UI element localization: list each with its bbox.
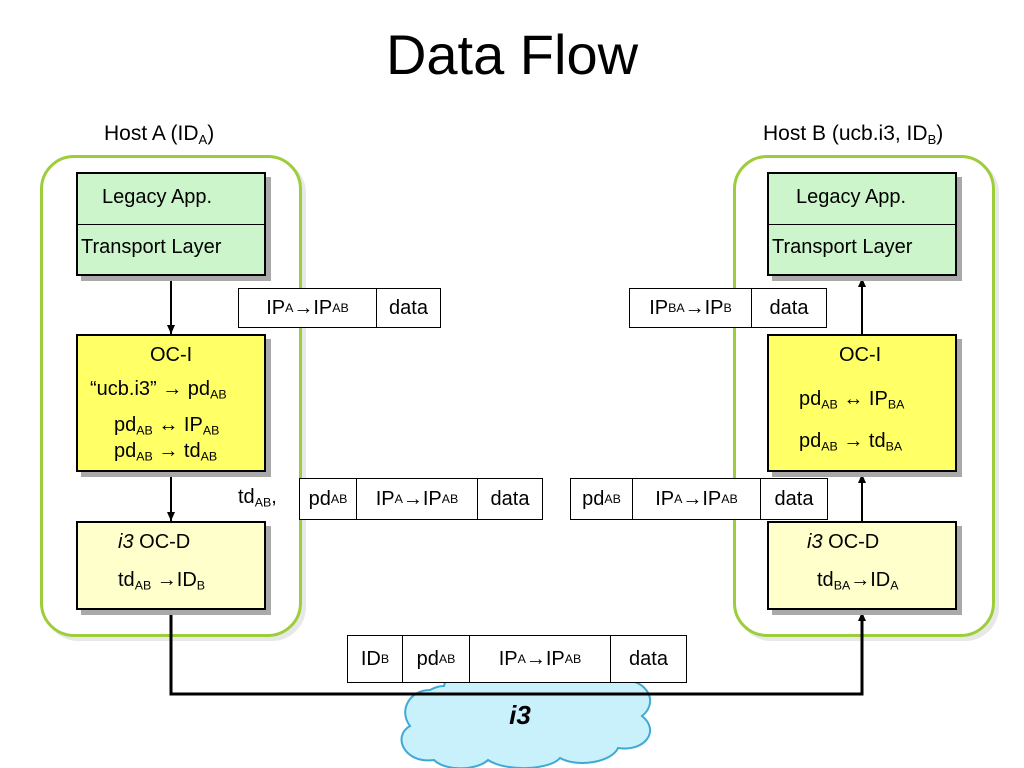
ocd-title: i3 OC-D <box>807 531 880 553</box>
transport-layer-label: Transport Layer <box>81 236 222 258</box>
packet-data: data <box>629 647 668 670</box>
packet-a-mid-prefix: tdAB, <box>238 486 277 510</box>
oci-rule-pd-ip: pdAB ↔ IPAB <box>114 414 220 438</box>
legacy-app-label: Legacy App. <box>796 186 907 208</box>
page-title: Data Flow <box>385 23 639 86</box>
host-b-container <box>733 155 995 637</box>
oci-rule-pd-ip: pdAB ↔ IPBA <box>799 388 905 412</box>
oci-rule-name: “ucb.i3” → pdAB <box>90 378 227 402</box>
transport-layer-label: Transport Layer <box>772 236 913 258</box>
host-a-app-stack: Legacy App. Transport Layer <box>76 172 266 276</box>
host-b-ocd: i3 OC-D tdBA→IDA <box>767 521 957 610</box>
oci-title: OC-I <box>150 344 193 366</box>
packet-data: data <box>490 487 530 510</box>
oci-rule-pd-td: pdAB → tdBA <box>799 430 903 454</box>
packet-data: data <box>774 487 814 510</box>
ocd-rule: tdBA→IDA <box>817 569 899 593</box>
host-a-oci: OC-I “ucb.i3” → pdAB pdAB ↔ IPAB pdAB → … <box>76 334 266 472</box>
packet-data: data <box>389 296 428 319</box>
host-b-label: Host B (ucb.i3, IDB) <box>763 122 944 147</box>
ocd-rule: tdAB →IDB <box>118 569 206 593</box>
host-a-label: Host A (IDA) <box>104 122 215 147</box>
host-a-ocd: i3 OC-D tdAB →IDB <box>76 521 266 610</box>
host-b-oci: OC-I pdAB ↔ IPBA pdAB → tdBA <box>767 334 957 472</box>
host-b-app-stack: Legacy App. Transport Layer <box>767 172 957 276</box>
legacy-app-label: Legacy App. <box>102 186 213 208</box>
ocd-title: i3 OC-D <box>118 531 191 553</box>
cloud-label: i3 <box>509 700 531 730</box>
oci-rule-pd-td: pdAB → tdAB <box>114 440 218 464</box>
packet-data: data <box>769 296 809 319</box>
oci-title: OC-I <box>839 344 882 366</box>
